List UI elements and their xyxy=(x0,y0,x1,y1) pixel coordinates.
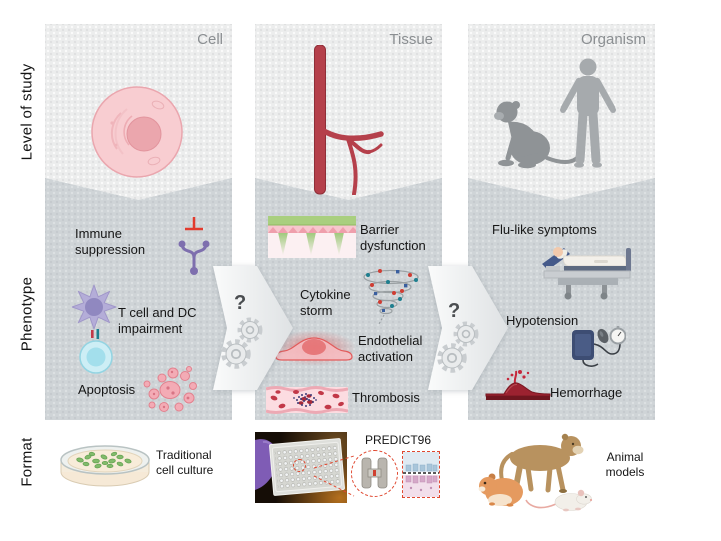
format-label-traditional-cell-culture: Traditional cell culture xyxy=(156,448,214,477)
highlighted-well-ring xyxy=(293,459,306,472)
format-label-predict96: PREDICT96 xyxy=(364,433,432,447)
level-panel-tissue: Tissue xyxy=(255,24,442,200)
phenotype-label-hypotension: Hypotension xyxy=(506,313,579,328)
phenotype-label-thrombosis: Thrombosis xyxy=(352,390,420,405)
hospital-bed-icon xyxy=(542,247,631,300)
phenotype-label-apoptosis: Apoptosis xyxy=(78,382,136,397)
phenotype-label-cytokine-storm: Cytokine storm xyxy=(300,287,351,318)
blood-vessel-icon xyxy=(314,45,384,195)
gears-icon-right xyxy=(437,321,479,373)
predict96-plate-photo xyxy=(255,432,347,503)
inset-connector-lines xyxy=(313,455,355,497)
phenotype-label-barrier-dysfunction: Barrier dysfunction xyxy=(360,222,426,253)
column-title-cell: Cell xyxy=(197,31,223,48)
petri-dish-icon xyxy=(60,445,150,487)
row-label-level-of-study: Level of study xyxy=(18,63,36,161)
activated-endothelium-icon xyxy=(272,330,356,366)
phenotype-label-endothelial-activation: Endothelial activation xyxy=(358,333,423,364)
receptor-inhibition-icon xyxy=(178,217,210,275)
dendritic-tcell-icon xyxy=(71,284,117,374)
human-silhouette-icon xyxy=(560,58,616,168)
well-crosssection-inset xyxy=(351,450,398,497)
blood-pressure-cuff-icon xyxy=(572,326,626,367)
phenotype-label-hemorrhage: Hemorrhage xyxy=(550,385,623,400)
animal-models-icon xyxy=(478,433,593,512)
apoptotic-cell-icon xyxy=(143,366,197,412)
phenotype-label-immune-suppression: Immune suppression xyxy=(75,226,146,257)
gears-icon-left xyxy=(221,317,263,369)
phenotype-label-tcell-dc-impairment: T cell and DC impairment xyxy=(118,305,197,336)
cell-illustration-icon xyxy=(91,86,183,178)
phenotype-panel-organism xyxy=(468,178,655,420)
question-mark-cell-to-tissue: ? xyxy=(234,292,247,314)
well-plate xyxy=(268,437,346,497)
bleeding-vessel-icon xyxy=(485,370,551,400)
membrane-layers-inset xyxy=(402,451,440,498)
cytokine-storm-icon xyxy=(363,269,419,325)
question-mark-tissue-to-organism: ? xyxy=(448,300,461,322)
epithelial-barrier-icon xyxy=(268,216,356,258)
column-title-organism: Organism xyxy=(580,31,646,48)
phenotype-label-flu-like-symptoms: Flu-like symptoms xyxy=(492,222,597,237)
column-title-tissue: Tissue xyxy=(389,31,433,48)
clotted-vessel-icon xyxy=(266,386,348,414)
phenotype-panel-cell xyxy=(45,178,232,420)
row-label-format: Format xyxy=(18,437,36,487)
row-label-phenotype: Phenotype xyxy=(18,276,36,352)
format-label-animal-models: Animal models xyxy=(605,450,645,479)
